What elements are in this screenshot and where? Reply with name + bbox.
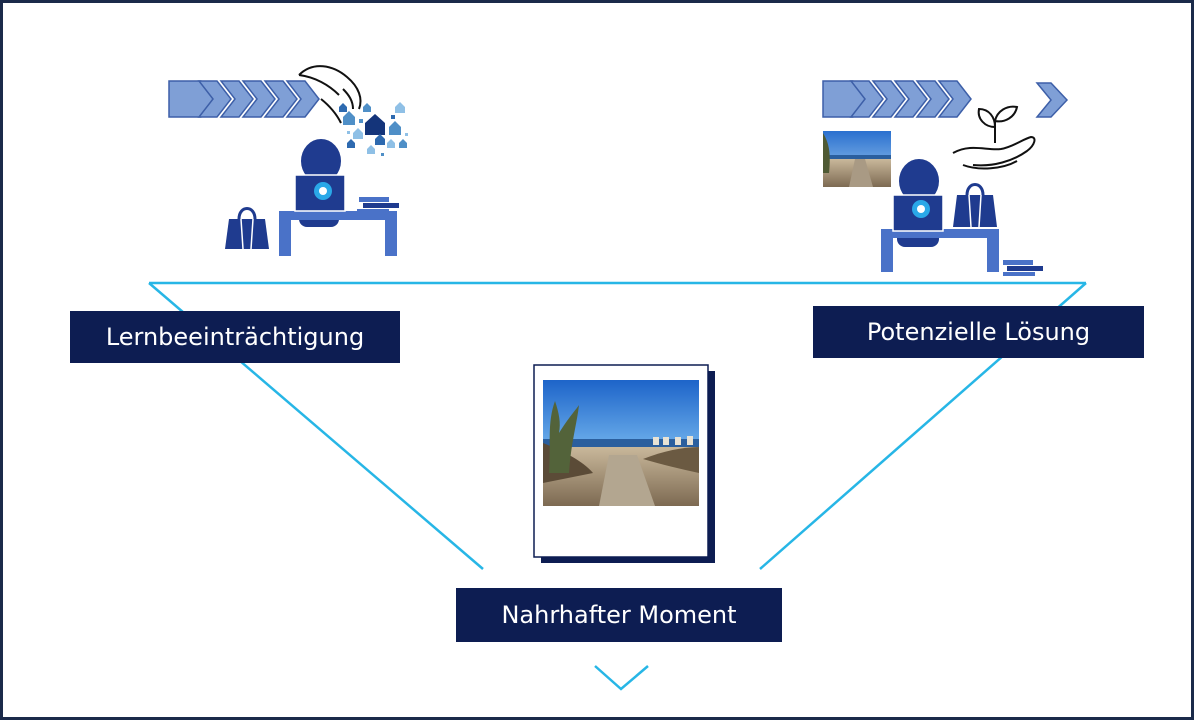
beach-photo-polaroid (533, 364, 715, 563)
diagram-canvas (148, 65, 1087, 691)
label-learning-impairment: Lernbeeinträchtigung (70, 311, 400, 363)
label-nourishing-moment: Nahrhafter Moment (456, 588, 782, 642)
chevron-arrows-icon (168, 80, 320, 118)
label-potential-solution: Potenzielle Lösung (813, 306, 1144, 358)
person-at-desk-icon (881, 159, 999, 272)
right-illustration (822, 80, 1069, 276)
handbag-icon (225, 207, 269, 250)
books-stack-icon (357, 197, 399, 213)
funnel-tip-chevron (594, 665, 649, 691)
left-illustration (168, 65, 408, 256)
giving-hand-icon (298, 65, 362, 124)
beach-photo-thumbnail (823, 131, 891, 187)
person-at-desk-icon (279, 139, 397, 256)
houses-cluster-icon (339, 102, 408, 156)
books-stack-icon (1003, 260, 1043, 276)
chevron-arrows-icon (822, 80, 1069, 118)
handbag-icon (953, 183, 997, 228)
hand-with-sprout-icon (952, 105, 1036, 170)
